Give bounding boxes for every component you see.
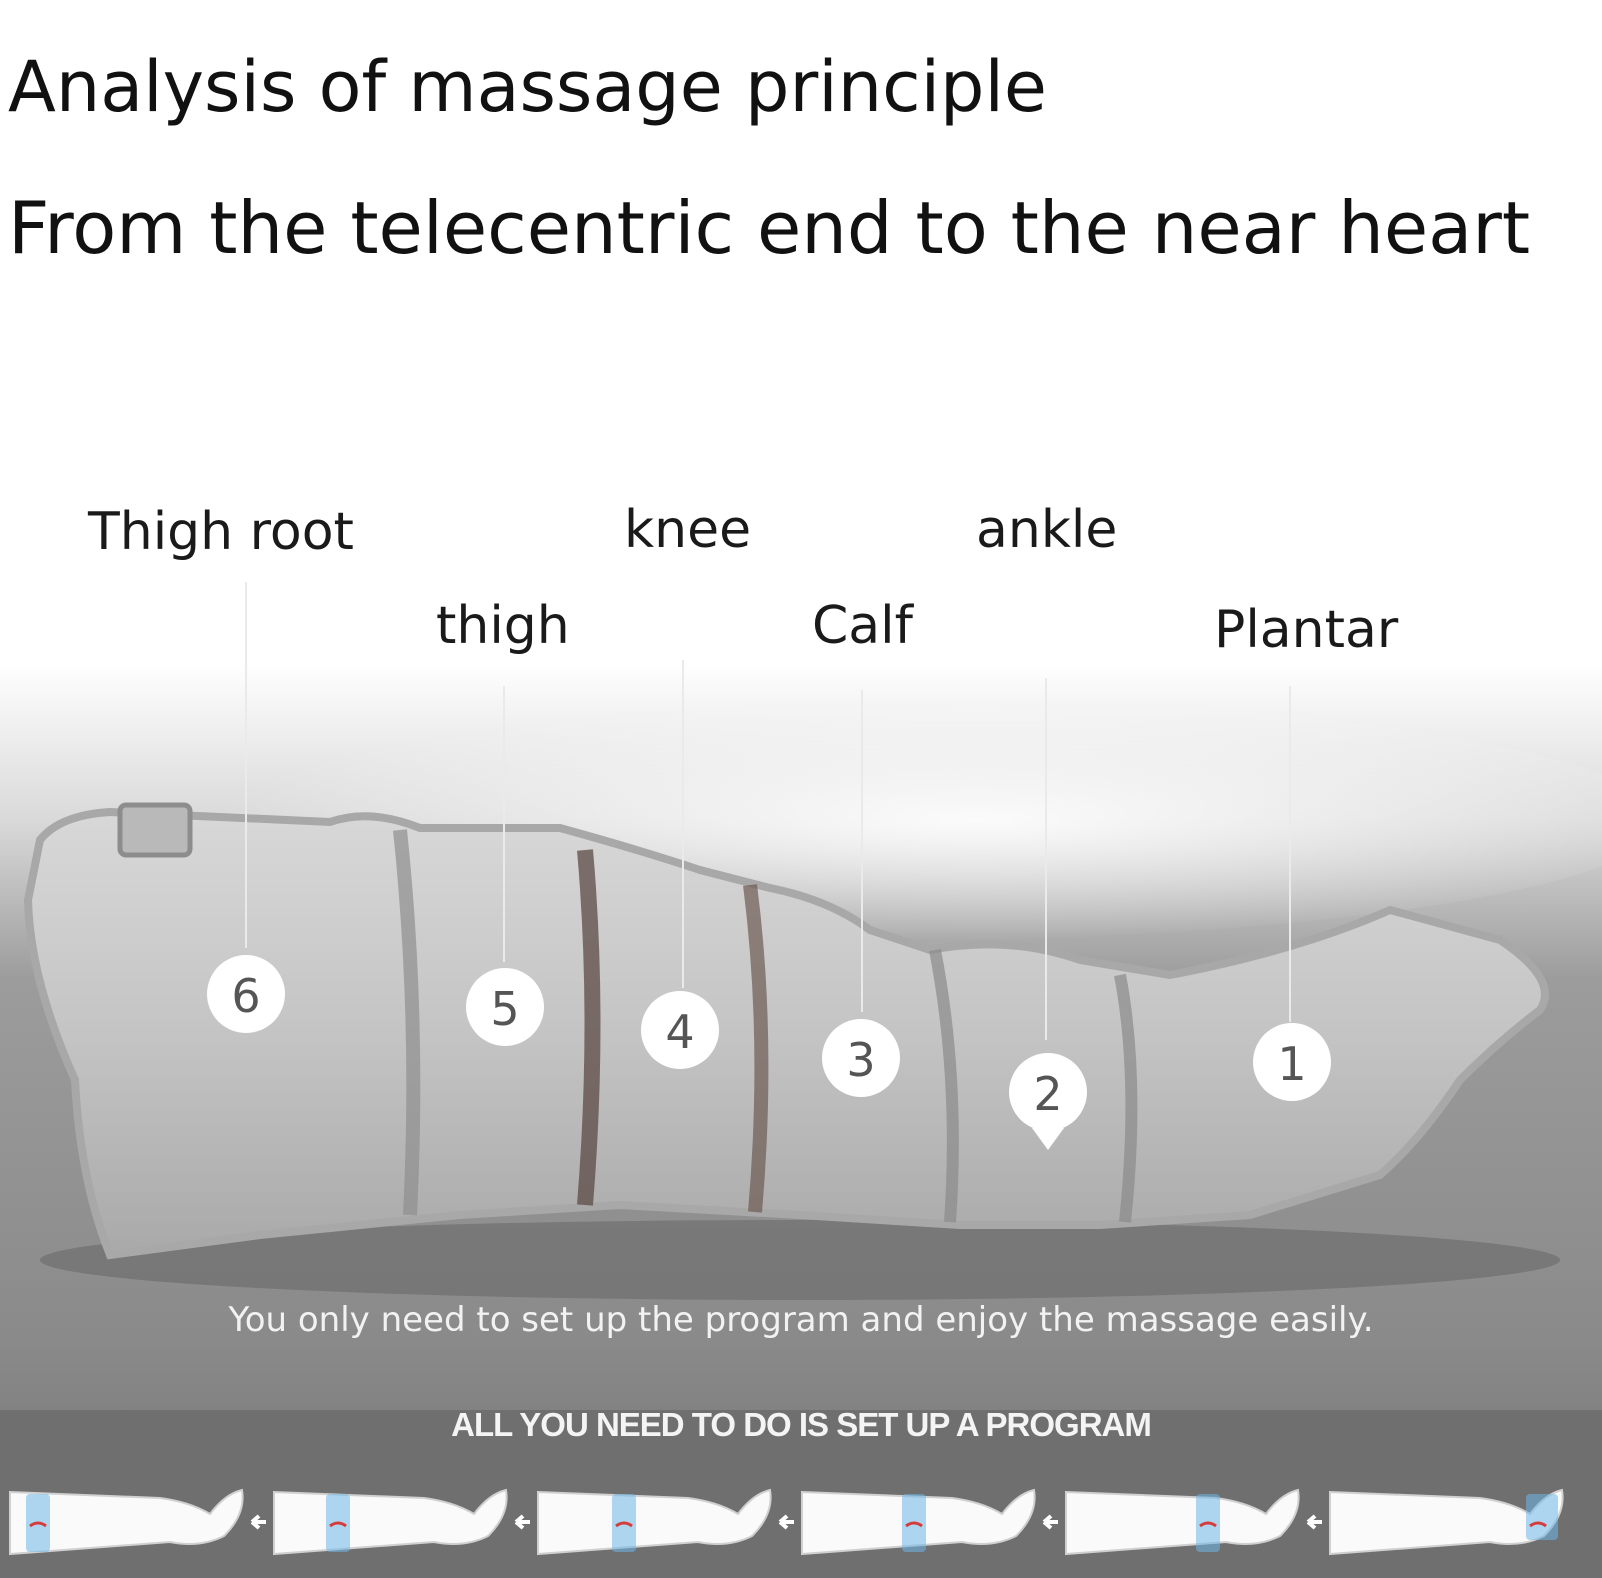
zone-number-5: 5 xyxy=(490,982,519,1036)
program-step-3 xyxy=(537,1488,772,1556)
zone-label-thigh-root: Thigh root xyxy=(88,502,354,562)
zone-number-2: 2 xyxy=(1033,1067,1062,1121)
zone-label-calf: Calf xyxy=(812,596,913,656)
zone-label-ankle: ankle xyxy=(976,500,1118,560)
program-steps xyxy=(9,1488,1564,1556)
zone-marker-4: 4 xyxy=(641,991,719,1069)
step-arrow-icon xyxy=(514,1514,530,1530)
heading-line-2: From the telecentric end to the near hea… xyxy=(8,186,1531,270)
step-arrow-icon xyxy=(250,1514,266,1530)
zone-number-1: 1 xyxy=(1277,1037,1306,1091)
caption-text: You only need to set up the program and … xyxy=(228,1300,1374,1340)
zone-marker-6: 6 xyxy=(207,955,285,1033)
step-arrow-icon xyxy=(778,1514,794,1530)
leader-lines xyxy=(245,582,1291,1040)
program-step-2 xyxy=(273,1488,508,1556)
zone-marker-2: 2 xyxy=(1009,1053,1087,1150)
zone-number-3: 3 xyxy=(846,1033,875,1087)
zone-number-4: 4 xyxy=(665,1005,694,1059)
zone-marker-5: 5 xyxy=(466,968,544,1046)
program-step-4 xyxy=(801,1488,1036,1556)
step-arrow-icon xyxy=(1042,1514,1058,1530)
program-step-5 xyxy=(1065,1488,1300,1556)
leg-compression-sleeve xyxy=(23,802,1549,1260)
zone-marker-3: 3 xyxy=(822,1019,900,1097)
zone-label-thigh: thigh xyxy=(436,596,570,656)
zone-marker-1: 1 xyxy=(1253,1023,1331,1101)
heading-line-1: Analysis of massage principle xyxy=(8,46,1047,128)
program-step-1 xyxy=(9,1488,244,1556)
step-arrow-icon xyxy=(1306,1514,1322,1530)
program-title: ALL YOU NEED TO DO IS SET UP A PROGRAM xyxy=(451,1406,1152,1443)
program-step-6 xyxy=(1329,1488,1564,1556)
zone-label-knee: knee xyxy=(624,500,752,560)
zone-label-plantar: Plantar xyxy=(1214,600,1399,660)
zone-number-6: 6 xyxy=(231,969,260,1023)
